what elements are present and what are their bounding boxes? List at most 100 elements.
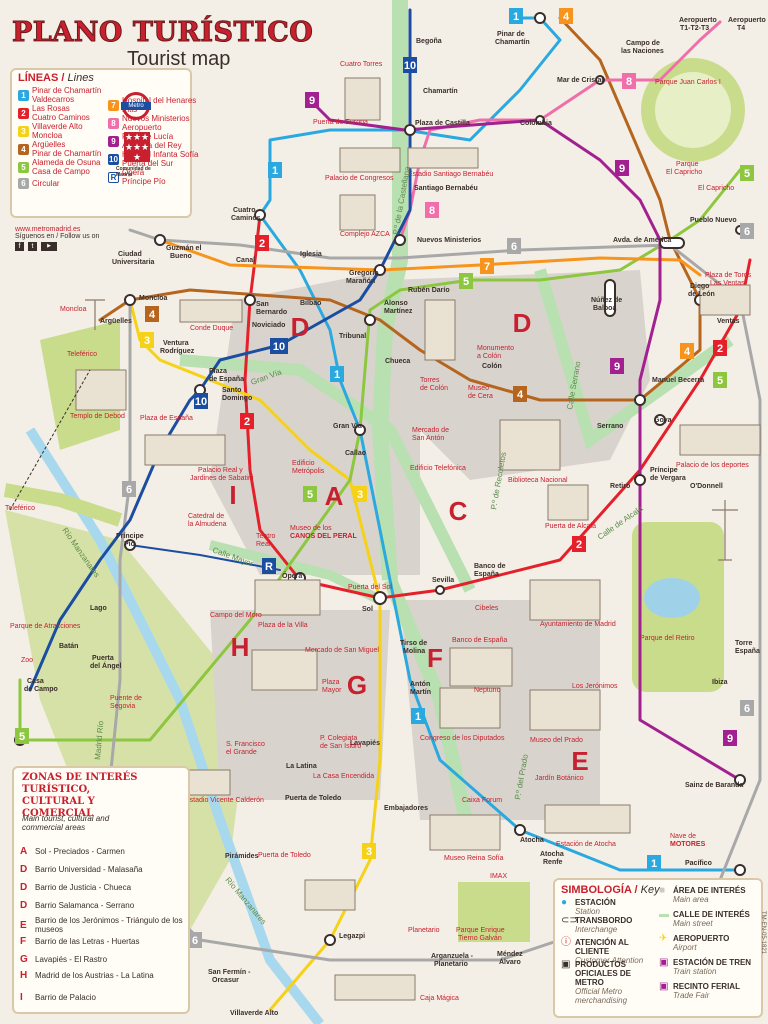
- svg-text:10: 10: [404, 60, 416, 72]
- svg-text:H: H: [231, 632, 250, 662]
- info-icon: ⓘ: [561, 937, 571, 948]
- svg-text:IMAX: IMAX: [490, 873, 507, 880]
- facebook-icon[interactable]: f: [15, 242, 24, 251]
- svg-text:4: 4: [684, 346, 691, 358]
- svg-text:Ventas: Ventas: [717, 318, 740, 325]
- metro-line-8: [398, 20, 722, 242]
- svg-text:Bilbao: Bilbao: [300, 300, 321, 307]
- svg-text:Orcasur: Orcasur: [212, 977, 239, 984]
- twitter-icon[interactable]: t: [28, 242, 37, 251]
- zone-name: Barrio de Palacio: [35, 993, 96, 1002]
- airport-icon: ✈: [659, 933, 668, 944]
- zone-letter: G: [20, 954, 28, 965]
- svg-text:Rubén Darío: Rubén Darío: [408, 287, 450, 294]
- svg-text:Lago: Lago: [90, 605, 107, 612]
- key-label: TRANSBORDO: [575, 916, 633, 925]
- svg-text:Pueblo Nuevo: Pueblo Nuevo: [690, 217, 737, 224]
- svg-text:3: 3: [357, 489, 363, 501]
- svg-text:Atocha: Atocha: [540, 851, 564, 858]
- svg-text:Sol: Sol: [362, 606, 373, 613]
- line-badge: 9: [108, 135, 119, 147]
- svg-text:Atocha: Atocha: [520, 837, 544, 844]
- svg-text:Balboa: Balboa: [593, 305, 616, 312]
- svg-text:Bernardo: Bernardo: [256, 309, 287, 316]
- svg-text:6: 6: [744, 703, 750, 715]
- svg-text:Argüelles: Argüelles: [100, 318, 132, 325]
- svg-text:La Latina: La Latina: [286, 763, 317, 770]
- metro-line-10: [28, 8, 412, 692]
- svg-text:1: 1: [651, 858, 657, 870]
- svg-text:Antón: Antón: [410, 681, 430, 688]
- svg-text:Domingo: Domingo: [222, 395, 252, 402]
- svg-text:Puerta de Toledo: Puerta de Toledo: [285, 795, 341, 802]
- svg-text:Príncipe: Príncipe: [650, 467, 678, 474]
- key-label: ÁREA DE INTERÉS: [673, 886, 746, 895]
- svg-text:Príncipe: Príncipe: [116, 533, 144, 540]
- svg-text:Estadio Vicente Calderón: Estadio Vicente Calderón: [185, 797, 264, 804]
- svg-text:5: 5: [744, 168, 750, 180]
- svg-text:Edificio: Edificio: [292, 460, 315, 467]
- svg-text:Teleférico: Teleférico: [67, 351, 97, 358]
- line-badge: 3: [18, 125, 29, 137]
- svg-text:de Vergara: de Vergara: [650, 475, 686, 482]
- svg-text:2: 2: [244, 416, 250, 428]
- key-label-en: Main area: [673, 895, 709, 904]
- zone-letter: A: [20, 846, 28, 857]
- svg-text:Torre: Torre: [735, 640, 752, 647]
- transfer-icon: ⊂⊃: [561, 915, 578, 926]
- svg-text:las Naciones: las Naciones: [621, 48, 664, 55]
- svg-text:Planetario: Planetario: [408, 927, 440, 934]
- youtube-icon[interactable]: ▶: [41, 242, 57, 251]
- svg-text:Pío: Pío: [124, 541, 135, 548]
- svg-text:Noviciado: Noviciado: [252, 322, 285, 329]
- svg-text:Ópera: Ópera: [282, 571, 302, 580]
- svg-text:T1-T2-T3: T1-T2-T3: [680, 25, 709, 32]
- merch-icon: ▣: [561, 959, 571, 970]
- svg-text:Martín: Martín: [410, 689, 431, 696]
- zone-letter: I: [20, 992, 23, 1003]
- station-icon: ●: [561, 897, 568, 908]
- key-label: CALLE DE INTERÉS: [673, 910, 750, 919]
- svg-text:Nave de: Nave de: [670, 833, 696, 840]
- svg-text:Cuatro: Cuatro: [233, 207, 256, 214]
- svg-text:2: 2: [576, 539, 582, 551]
- svg-text:Canal: Canal: [236, 257, 255, 264]
- key-label: ATENCIÓN AL CLIENTE: [575, 938, 629, 956]
- svg-text:de León: de León: [688, 291, 715, 298]
- svg-text:Edificio Telefónica: Edificio Telefónica: [410, 465, 466, 472]
- svg-text:Callao: Callao: [345, 450, 366, 457]
- svg-text:Jardín Botánico: Jardín Botánico: [535, 775, 584, 782]
- svg-text:Museo: Museo: [468, 385, 489, 392]
- svg-text:6: 6: [192, 935, 198, 947]
- svg-text:I: I: [229, 480, 236, 510]
- svg-text:6: 6: [744, 226, 750, 238]
- key-label: ESTACIÓN DE TREN: [673, 958, 752, 967]
- svg-text:9: 9: [727, 733, 733, 745]
- svg-text:C: C: [449, 496, 468, 526]
- svg-text:Palacio de los deportes: Palacio de los deportes: [676, 462, 749, 469]
- line-badge: 1: [18, 89, 29, 101]
- svg-text:España: España: [735, 648, 760, 655]
- key-label-en: Interchange: [575, 925, 618, 934]
- metro-line-4: [98, 16, 702, 402]
- website-link[interactable]: www.metromadrid.es: [15, 226, 81, 233]
- svg-text:Méndez: Méndez: [497, 951, 523, 958]
- svg-text:Conde Duque: Conde Duque: [190, 325, 233, 332]
- svg-text:Ventura: Ventura: [163, 340, 189, 347]
- tierno-galvan-park: [458, 882, 530, 942]
- svg-text:Los Jerónimos: Los Jerónimos: [572, 683, 618, 690]
- svg-text:Álvaro: Álvaro: [499, 957, 521, 966]
- lines-heading: LÍNEAS / Lines: [18, 72, 94, 84]
- svg-text:Las Ventas: Las Ventas: [710, 280, 745, 287]
- svg-text:D: D: [513, 308, 532, 338]
- svg-text:Aeropuerto: Aeropuerto: [728, 17, 766, 24]
- svg-text:Batán: Batán: [59, 643, 78, 650]
